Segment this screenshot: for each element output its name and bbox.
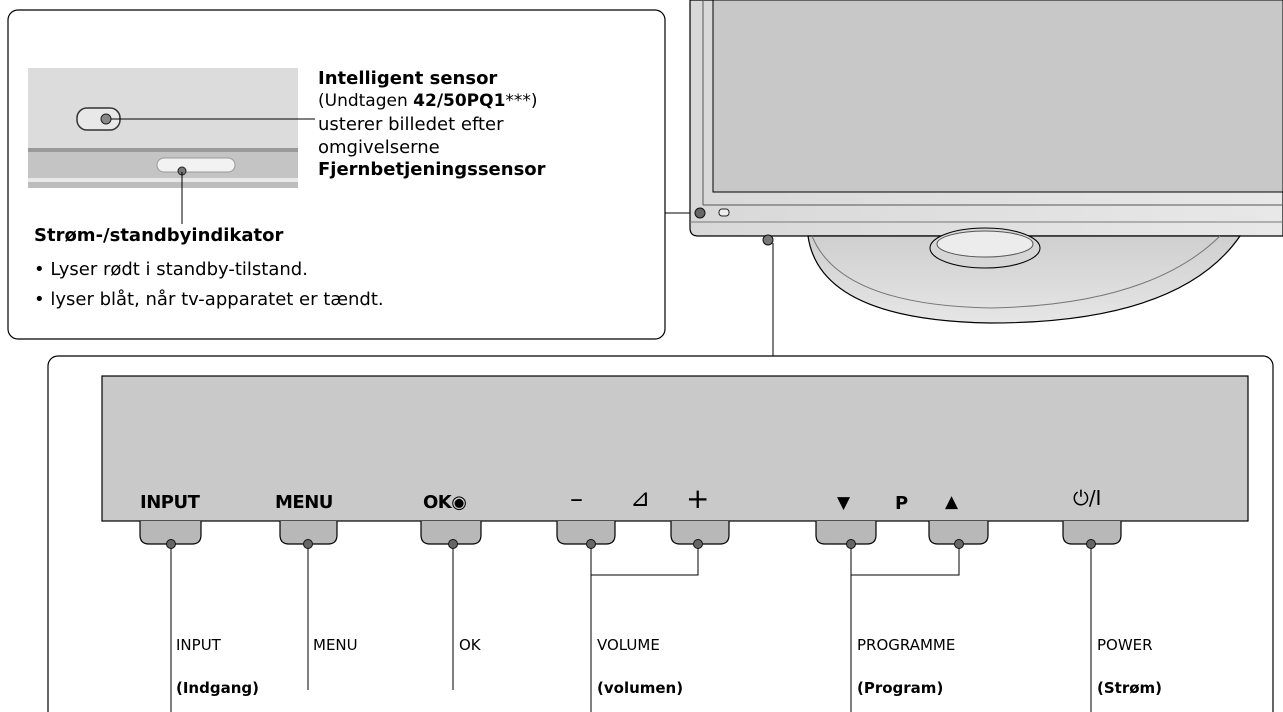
panel-label-ok: OK◉ — [423, 492, 467, 513]
programme-up-icon: ▲ — [945, 492, 959, 512]
callout-input-sub: (Indgang) — [176, 679, 259, 697]
power-indicator-bullet-2: • lyser blåt, når tv-apparatet er tændt. — [34, 289, 384, 310]
callout-input: INPUT — [176, 636, 221, 654]
volume-minus-icon: – — [570, 484, 583, 514]
power-indicator-title: Strøm-/standbyindikator — [34, 225, 284, 246]
panel-label-ok-text: OK — [423, 492, 452, 513]
callout-power: POWER — [1097, 636, 1153, 654]
intelligent-sensor-note-suffix: ***) — [505, 91, 538, 111]
bezel-zoom-image — [28, 68, 298, 188]
ok-target-icon: ◉ — [451, 492, 467, 513]
callout-power-sub: (Strøm) — [1097, 679, 1163, 697]
intelligent-sensor-note-prefix: (Undtagen — [318, 91, 414, 111]
intelligent-sensor-note-model: 42/50PQ1 — [413, 91, 506, 111]
callout-menu: MENU — [313, 636, 358, 654]
remote-sensor-title: Fjernbetjeningssensor — [318, 159, 546, 180]
panel-label-menu: MENU — [275, 492, 333, 513]
intelligent-sensor-desc-2: omgivelserne — [318, 137, 440, 158]
power-indicator-bullet-1: • Lyser rødt i standby-tilstand. — [34, 259, 308, 280]
callout-programme-sub: (Program) — [857, 679, 944, 697]
tv-illustration — [689, 0, 1283, 324]
panel-button-tabs — [139, 521, 1122, 545]
intelligent-sensor-note: (Undtagen 42/50PQ1***) — [318, 91, 538, 111]
control-panel-strip — [101, 375, 1249, 522]
callout-programme: PROGRAMME — [857, 636, 956, 654]
panel-label-p: P — [895, 493, 908, 514]
volume-wedge-icon: ⊿ — [630, 484, 651, 512]
programme-down-icon: ▼ — [837, 493, 851, 513]
power-symbol-icon: ⏻/I — [1073, 486, 1102, 510]
callout-volume-sub: (volumen) — [597, 679, 684, 697]
panel-label-input: INPUT — [140, 492, 200, 513]
intelligent-sensor-desc-1: usterer billedet efter — [318, 114, 504, 135]
intelligent-sensor-title: Intelligent sensor — [318, 68, 498, 89]
callout-volume: VOLUME — [597, 636, 660, 654]
remote-sensor-window — [156, 157, 236, 173]
callout-ok: OK — [459, 636, 481, 654]
volume-plus-icon: + — [686, 482, 710, 515]
